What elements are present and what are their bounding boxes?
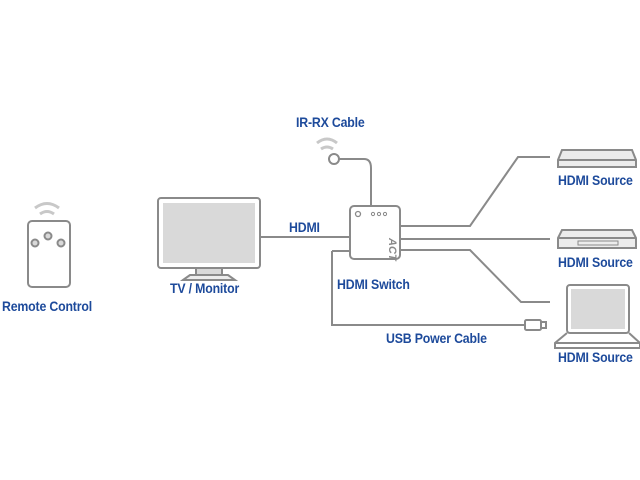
hdmi-switch-label: HDMI Switch	[337, 276, 410, 292]
hdmi-source-device-icon	[557, 229, 637, 249]
ir-rx-cable-icon	[316, 137, 372, 206]
hdmi-source-laptop-icon	[554, 284, 640, 349]
hdmi-source-label-1: HDMI Source	[558, 172, 633, 188]
hdmi-source-label-2: HDMI Source	[558, 254, 633, 270]
remote-signal-waves-icon	[34, 202, 60, 210]
act-brand-logo: ACT	[386, 237, 398, 262]
hdmi-source-device-icon	[557, 149, 637, 168]
usb-plug-icon	[524, 319, 542, 331]
tv-monitor-icon	[157, 197, 261, 281]
hdmi-switch-icon	[349, 205, 401, 260]
ir-rx-cable-label: IR-RX Cable	[296, 114, 365, 130]
source1-cable-line	[400, 156, 550, 227]
usb-power-cable-label: USB Power Cable	[386, 330, 487, 346]
source3-cable-line	[400, 249, 550, 303]
hdmi-cable-label: HDMI	[289, 219, 320, 235]
usb-power-cable-line	[331, 250, 525, 326]
tv-monitor-label: TV / Monitor	[170, 280, 240, 296]
remote-control-label: Remote Control	[2, 298, 92, 314]
remote-control-icon	[27, 202, 71, 288]
hdmi-source-label-3: HDMI Source	[558, 349, 633, 365]
